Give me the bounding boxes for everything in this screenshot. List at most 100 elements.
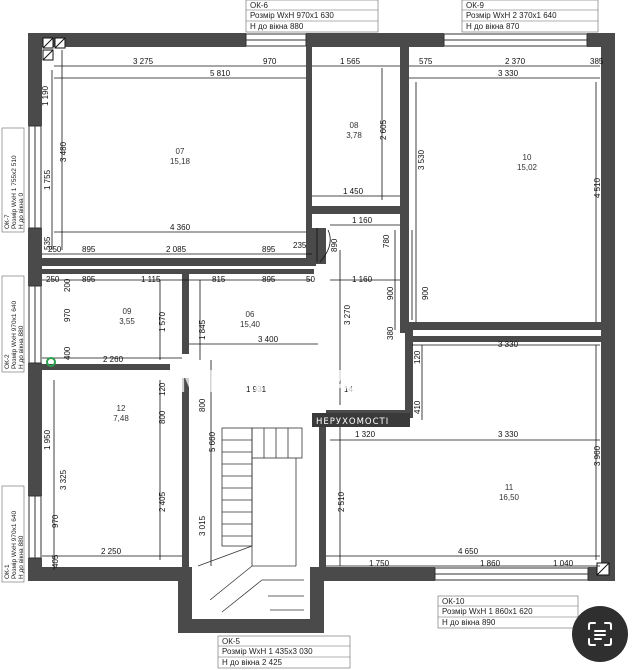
room-09-area: 3,55 bbox=[119, 317, 135, 326]
dim-3330-top: 3 330 bbox=[498, 69, 519, 78]
dim-3400: 3 400 bbox=[258, 335, 279, 344]
dim-250-r1: 250 bbox=[48, 245, 62, 254]
corner-hatches bbox=[42, 37, 610, 576]
tag-ok2-size: Розмір WxH 970x1 640 bbox=[10, 300, 18, 369]
dim-5810: 5 810 bbox=[210, 69, 231, 78]
dim-50: 50 bbox=[306, 275, 315, 284]
wall-right bbox=[601, 33, 615, 579]
room-11-area: 16,50 bbox=[499, 493, 520, 502]
tag-ok1-size: Розмір WxH 970x1 640 bbox=[10, 510, 18, 579]
wall-07-08 bbox=[306, 47, 312, 262]
wall-bottom-mid bbox=[310, 567, 435, 581]
room-10-area: 15,02 bbox=[517, 163, 538, 172]
dim-900-a: 900 bbox=[386, 286, 395, 300]
tag-ok5-size: Розмір WxH 1 435x3 030 bbox=[222, 647, 313, 656]
wall-stair-bottom bbox=[178, 619, 324, 633]
tag-ok6-code: ОК-6 bbox=[250, 1, 269, 10]
tag-ok6-sill: Н до вікна 880 bbox=[250, 22, 304, 31]
dim-970-12: 970 bbox=[51, 514, 60, 528]
door-swing bbox=[316, 228, 331, 263]
tag-ok1-code: ОК-1 bbox=[4, 564, 11, 579]
dim-3530: 3 530 bbox=[417, 149, 426, 170]
dim-410: 410 bbox=[413, 400, 422, 414]
scan-text-button[interactable] bbox=[572, 606, 628, 662]
tag-ok10-code: ОК-10 bbox=[442, 597, 465, 606]
dim-400: 400 bbox=[63, 346, 72, 360]
dim-780: 780 bbox=[382, 234, 391, 248]
tag-ok9-size: Розмір WxH 2 370x1 640 bbox=[466, 11, 557, 20]
room-06-area: 15,40 bbox=[240, 320, 261, 329]
room-08-id: 08 bbox=[350, 121, 359, 130]
dim-405: 405 bbox=[51, 554, 60, 568]
dim-800-st: 800 bbox=[198, 398, 207, 412]
walls bbox=[28, 33, 615, 633]
wall-row2 bbox=[42, 269, 314, 274]
tag-ok9: ОК-9 Розмір WxH 2 370x1 640 Н до вікна 8… bbox=[461, 0, 599, 33]
dim-1190: 1 190 bbox=[41, 85, 50, 106]
dim-3960: 3 960 bbox=[593, 445, 602, 466]
tag-ok1-sill: Н до вікна 880 bbox=[17, 535, 25, 579]
dim-3270: 3 270 bbox=[343, 304, 352, 325]
dim-1860: 1 860 bbox=[480, 559, 501, 568]
dimension-lines bbox=[42, 50, 600, 570]
watermark: МЕТРИКА НЕРУХОМОСТІ bbox=[176, 365, 410, 427]
dim-250-r2: 250 bbox=[46, 275, 60, 284]
tag-ok1: ОК-1 Розмір WxH 970x1 640 Н до вікна 880 bbox=[1, 485, 25, 583]
wall-12-stairs bbox=[182, 378, 189, 568]
wall-left-mid1 bbox=[28, 228, 42, 286]
wall-row1-b bbox=[118, 258, 316, 266]
dim-1565: 1 565 bbox=[340, 57, 361, 66]
dim-3330-11a: 3 330 bbox=[498, 340, 519, 349]
wall-09-12 bbox=[42, 364, 170, 370]
room-07-id: 07 bbox=[176, 147, 185, 156]
tag-ok5: ОК-5 Розмір WxH 1 435x3 030 Н до вікна 2… bbox=[217, 635, 351, 669]
wall-stair-11 bbox=[319, 420, 326, 570]
dim-3015: 3 015 bbox=[198, 515, 207, 536]
dim-815: 815 bbox=[212, 275, 226, 284]
tag-ok7: ОК-7 Розмір WxH 1 755x2 510 Н до вікна 0 bbox=[1, 127, 25, 233]
wall-08-10 bbox=[400, 33, 409, 333]
room-07-area: 15,18 bbox=[170, 157, 191, 166]
dim-3480: 3 480 bbox=[59, 141, 68, 162]
dim-2250: 2 250 bbox=[101, 547, 122, 556]
wall-10-bottom bbox=[409, 322, 601, 330]
dim-895-r2b: 895 bbox=[262, 275, 276, 284]
dim-120-11: 120 bbox=[413, 350, 422, 364]
tag-ok6: ОК-6 Розмір WxH 970x1 630 Н до вікна 880 bbox=[245, 0, 379, 33]
dim-385: 385 bbox=[590, 57, 604, 66]
wall-11-stub bbox=[405, 330, 413, 418]
room-labels: 07 15,18 08 3,78 10 15,02 09 3,55 06 15,… bbox=[113, 121, 537, 502]
dim-2260: 2 260 bbox=[103, 355, 124, 364]
dim-1160-a: 1 160 bbox=[352, 216, 373, 225]
dim-895-r1b: 895 bbox=[262, 245, 276, 254]
dim-2085: 2 085 bbox=[166, 245, 187, 254]
dim-1320: 1 320 bbox=[355, 430, 376, 439]
dim-2370: 2 370 bbox=[505, 57, 526, 66]
wall-11-top bbox=[409, 336, 601, 342]
dim-4360: 4 360 bbox=[170, 223, 191, 232]
window-tags: ОК-6 Розмір WxH 970x1 630 Н до вікна 880… bbox=[1, 0, 599, 669]
dim-970-top: 970 bbox=[263, 57, 277, 66]
tag-ok5-code: ОК-5 bbox=[222, 637, 241, 646]
tag-ok10-size: Розмір WxH 1 860x1 620 bbox=[442, 607, 533, 616]
tag-ok5-sill: Н до вікна 2 425 bbox=[222, 658, 283, 667]
dim-2510: 2 510 bbox=[337, 491, 346, 512]
room-06-id: 06 bbox=[246, 310, 255, 319]
dim-380: 380 bbox=[386, 326, 395, 340]
dim-120-12: 120 bbox=[158, 382, 167, 396]
watermark-sub-bg bbox=[312, 413, 410, 427]
dim-535: 535 bbox=[43, 236, 52, 250]
dim-1115: 1 115 bbox=[141, 275, 161, 284]
dim-5660: 5 660 bbox=[208, 431, 217, 452]
green-marker bbox=[46, 357, 56, 367]
tag-ok9-sill: Н до вікна 870 bbox=[466, 22, 520, 31]
dim-235: 235 bbox=[293, 241, 307, 250]
scan-text-icon bbox=[588, 622, 612, 646]
tag-ok7-code: ОК-7 bbox=[4, 214, 11, 229]
watermark-sub: НЕРУХОМОСТІ bbox=[316, 417, 389, 427]
dim-2405: 2 405 bbox=[158, 491, 167, 512]
dim-2605: 2 605 bbox=[379, 119, 388, 140]
tag-ok2-code: ОК-2 bbox=[4, 354, 11, 369]
wall-left-top bbox=[28, 33, 42, 126]
